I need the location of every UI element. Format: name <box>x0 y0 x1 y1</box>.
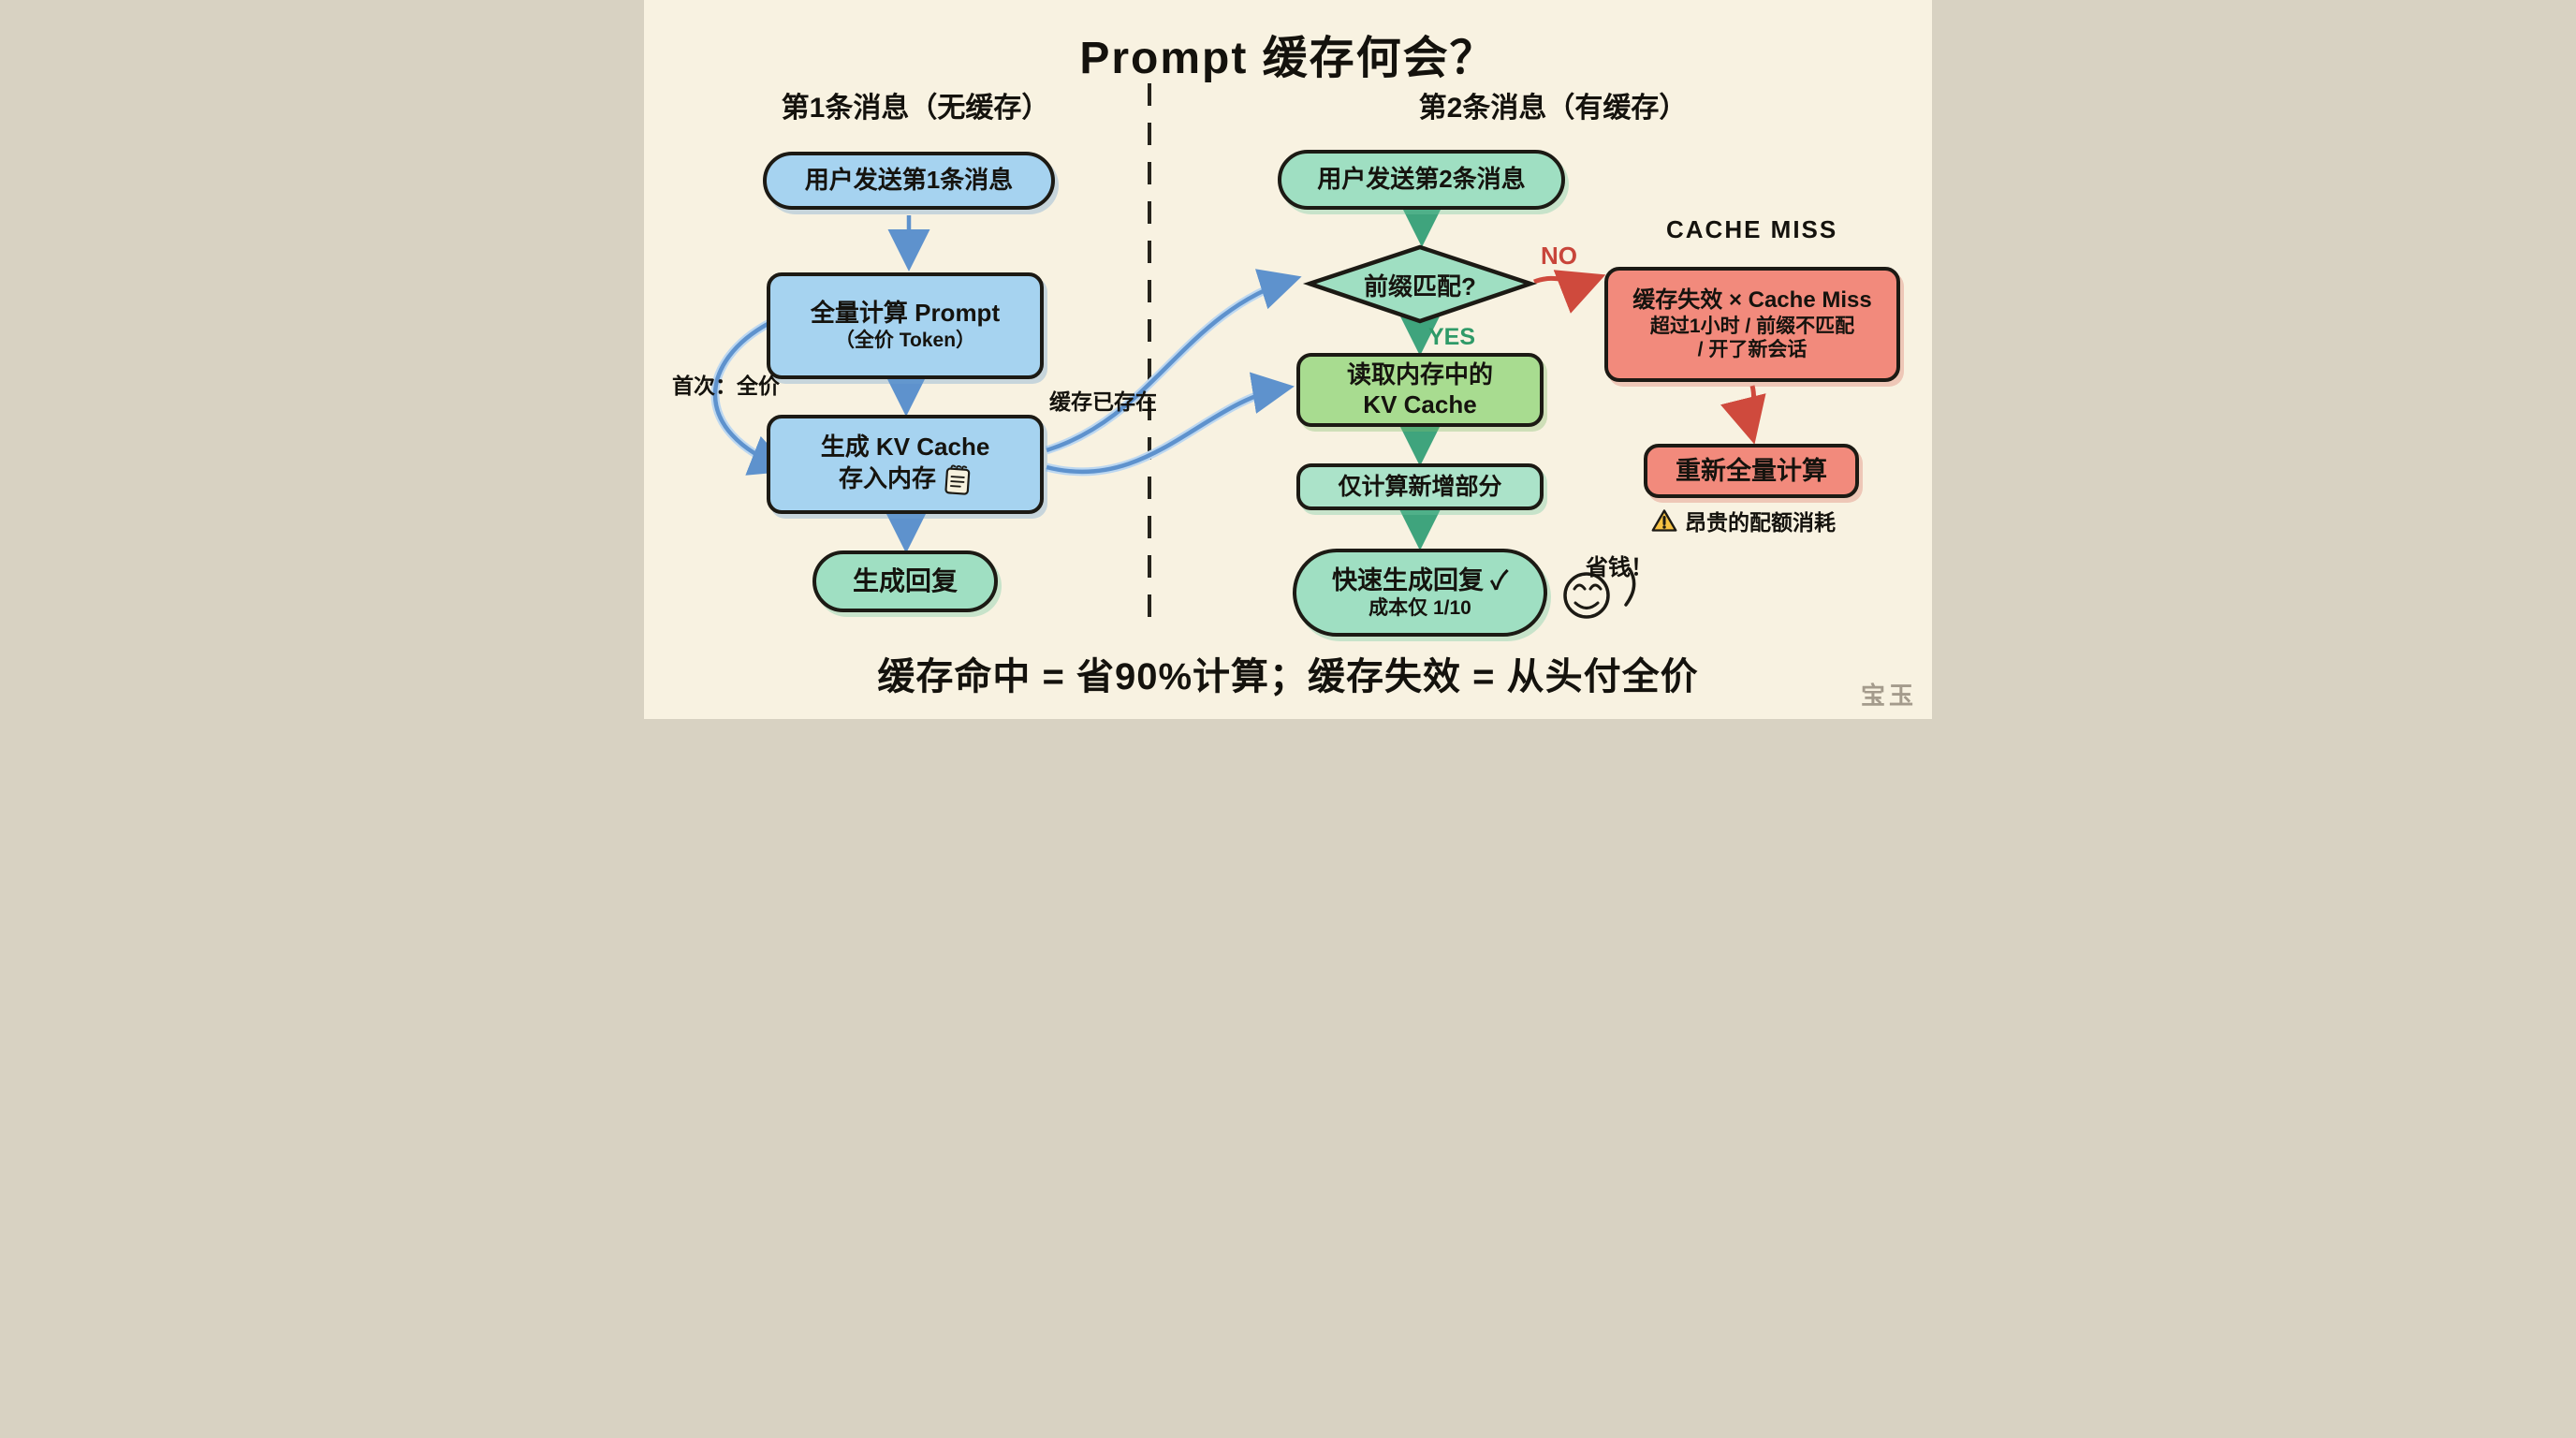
label-no: NO <box>1541 242 1577 270</box>
node-user-message-2-label: 用户发送第2条消息 <box>1317 165 1526 194</box>
node-generate-kv-cache: 生成 KV Cache 存入内存 <box>767 415 1044 514</box>
arrow-cache-exists-to-diamond <box>1046 269 1302 453</box>
node-generate-reply: 生成回复 <box>812 550 998 612</box>
label-cache-miss-caption: CACHE MISS <box>1666 215 1838 243</box>
arrow-cache-exists-to-diamond-halo <box>1045 274 1295 455</box>
label-save-money: 省钱！ <box>1586 555 1653 580</box>
arrow-no-to-miss <box>1533 270 1606 314</box>
node-kv-line2: 存入内存 <box>838 464 936 492</box>
node-full-compute-prompt: 全量计算 Prompt （全价 Token） <box>767 272 1044 379</box>
label-cache-exists: 缓存已存在 <box>1049 389 1157 414</box>
node-compute-incremental: 仅计算新增部分 <box>1296 463 1544 510</box>
warning-triangle-icon <box>1651 509 1677 532</box>
node-user-message-1: 用户发送第1条消息 <box>763 152 1055 210</box>
arrow-miss-to-recompute <box>1720 385 1766 445</box>
node-generate-reply-label: 生成回复 <box>852 565 958 595</box>
node-full-recompute: 重新全量计算 <box>1644 444 1859 498</box>
node-user-message-2: 用户发送第2条消息 <box>1278 150 1565 210</box>
footer-summary: 缓存命中 = 省90%计算；缓存失效 = 从头付全价 <box>877 656 1699 697</box>
decision-diamond-label: 前缀匹配? <box>1364 272 1476 301</box>
node-fast-reply: 快速生成回复 ✓ 成本仅 1/10 <box>1293 549 1547 637</box>
notepad-icon <box>944 464 971 495</box>
node-fast-reply-line1: 快速生成回复 ✓ <box>1332 565 1508 594</box>
node-cache-miss: 缓存失效 × Cache Miss 超过1小时 / 前缀不匹配 / 开了新会话 <box>1604 267 1900 382</box>
node-read-kv-cache: 读取内存中的 KV Cache <box>1296 353 1544 427</box>
flowchart-canvas: Prompt 缓存何会？ 第1条消息（无缓存） 第2条消息（有缓存） 用户发送第… <box>644 0 1932 719</box>
node-full-compute-line2: （全价 Token） <box>834 330 976 352</box>
label-expensive-quota: 昂贵的配额消耗 <box>1685 510 1836 535</box>
left-column-header: 第1条消息（无缓存） <box>781 93 1050 124</box>
expensive-quota-warning-row: 昂贵的配额消耗 <box>1651 505 1836 536</box>
watermark: 宝玉 <box>1860 682 1917 710</box>
right-column-header: 第2条消息（有缓存） <box>1418 93 1688 124</box>
page-title: Prompt 缓存何会？ <box>1079 34 1497 83</box>
label-first-time-full-price: 首次：全价 <box>672 374 780 398</box>
node-fast-reply-line2: 成本仅 1/10 <box>1368 596 1471 619</box>
node-read-kv-line1: 读取内存中的 <box>1346 360 1493 389</box>
node-cache-miss-line3: / 开了新会话 <box>1697 339 1808 361</box>
node-compute-incremental-label: 仅计算新增部分 <box>1338 473 1502 500</box>
node-full-recompute-label: 重新全量计算 <box>1676 456 1827 485</box>
node-read-kv-line2: KV Cache <box>1363 389 1477 418</box>
node-full-compute-line1: 全量计算 Prompt <box>810 299 1001 328</box>
node-kv-line1: 生成 KV Cache <box>820 433 990 462</box>
node-cache-miss-line1: 缓存失效 × Cache Miss <box>1632 287 1872 314</box>
node-user-message-1-label: 用户发送第1条消息 <box>804 166 1014 195</box>
label-yes: YES <box>1428 324 1476 350</box>
node-cache-miss-line2: 超过1小时 / 前缀不匹配 <box>1649 315 1855 337</box>
